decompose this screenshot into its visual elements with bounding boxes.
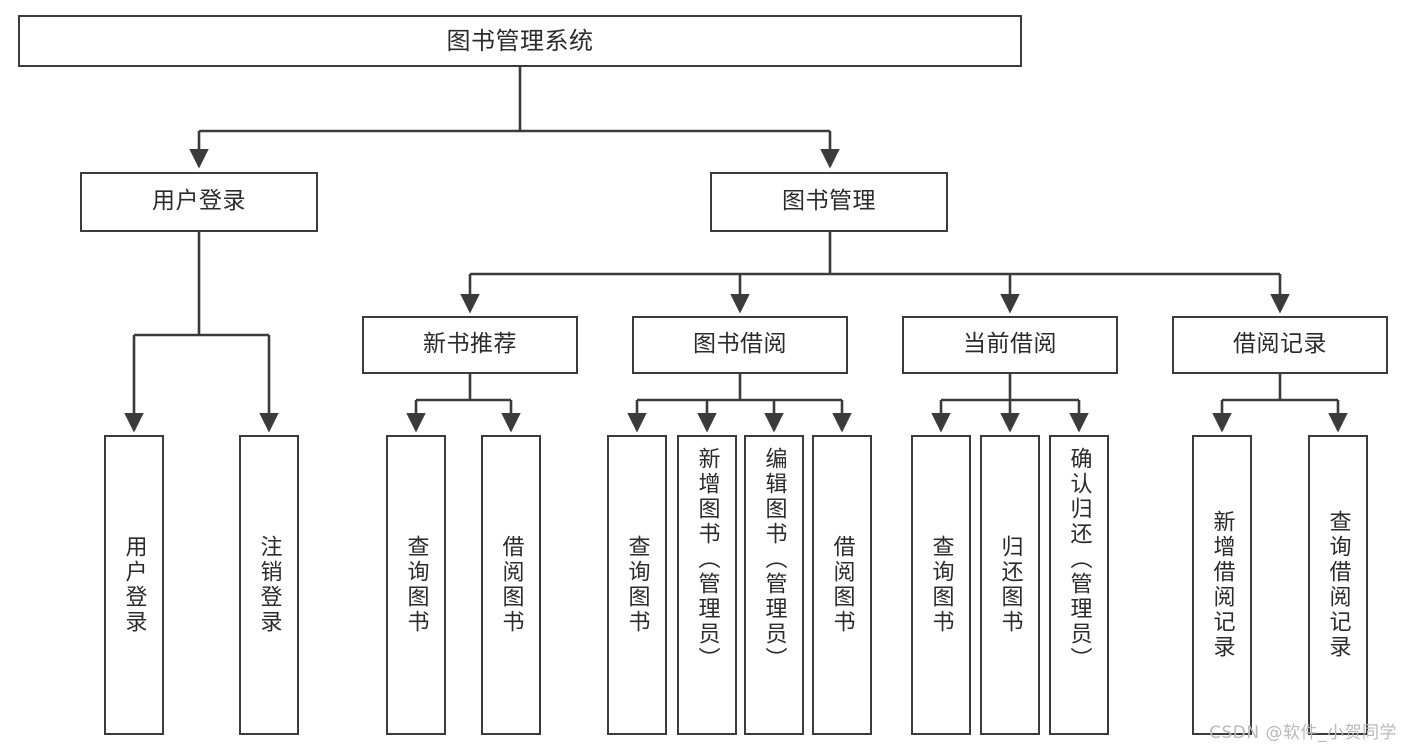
node-new-book-recommend[interactable]: 新书推荐 — [362, 316, 578, 374]
leaf-user-login-logout[interactable]: 注销登录 — [239, 435, 299, 735]
node-label: 当前借阅 — [963, 331, 1057, 358]
leaf-user-login-login[interactable]: 用户登录 — [104, 435, 164, 735]
node-label: 注销登录 — [256, 535, 282, 635]
leaf-book-borrow-borrow-book[interactable]: 借阅图书 — [812, 435, 872, 735]
leaf-current-borrow-return-book[interactable]: 归还图书 — [980, 435, 1040, 735]
leaf-current-borrow-query-book[interactable]: 查询图书 — [911, 435, 971, 735]
node-root-book-management-system[interactable]: 图书管理系统 — [18, 15, 1022, 67]
leaf-borrow-record-query-record[interactable]: 查询借阅记录 — [1308, 435, 1368, 735]
node-label: 编辑图书（管理员） — [761, 447, 787, 672]
leaf-borrow-record-add-record[interactable]: 新增借阅记录 — [1192, 435, 1252, 735]
node-current-borrow[interactable]: 当前借阅 — [902, 316, 1118, 374]
node-label: 归还图书 — [997, 535, 1023, 635]
leaf-current-borrow-confirm-return-admin[interactable]: 确认归还（管理员） — [1049, 435, 1109, 735]
node-book-management[interactable]: 图书管理 — [710, 172, 948, 232]
node-label: 借阅图书 — [498, 535, 524, 635]
leaf-book-borrow-query-book[interactable]: 查询图书 — [607, 435, 667, 735]
node-label: 借阅图书 — [829, 535, 855, 635]
node-label: 查询图书 — [624, 535, 650, 635]
node-label: 查询图书 — [928, 535, 954, 635]
node-label: 借阅记录 — [1233, 331, 1327, 358]
csdn-watermark: CSDN @软件_小贺同学 — [1209, 723, 1397, 743]
leaf-new-book-query-book[interactable]: 查询图书 — [386, 435, 446, 735]
node-book-borrow[interactable]: 图书借阅 — [632, 316, 848, 374]
node-label: 新书推荐 — [423, 331, 517, 358]
node-label: 查询图书 — [403, 535, 429, 635]
node-label: 图书借阅 — [693, 331, 787, 358]
node-label: 用户登录 — [121, 535, 147, 635]
leaf-book-borrow-add-book-admin[interactable]: 新增图书（管理员） — [677, 435, 737, 735]
node-label: 用户登录 — [152, 188, 246, 215]
node-label: 确认归还（管理员） — [1066, 447, 1092, 672]
node-user-login[interactable]: 用户登录 — [80, 172, 318, 232]
leaf-book-borrow-edit-book-admin[interactable]: 编辑图书（管理员） — [744, 435, 804, 735]
node-label: 新增借阅记录 — [1209, 510, 1235, 660]
leaf-new-book-borrow-book[interactable]: 借阅图书 — [481, 435, 541, 735]
node-label: 图书管理系统 — [446, 26, 594, 55]
node-label: 图书管理 — [782, 188, 876, 215]
node-borrow-record[interactable]: 借阅记录 — [1172, 316, 1388, 374]
node-label: 查询借阅记录 — [1325, 510, 1351, 660]
node-label: 新增图书（管理员） — [694, 447, 720, 672]
